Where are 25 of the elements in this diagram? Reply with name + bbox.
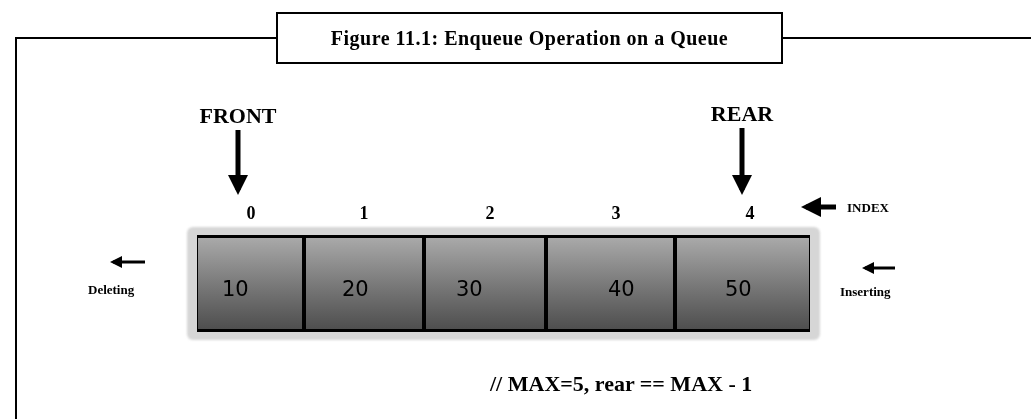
pointer-label: FRONT [192,102,284,128]
queue-cell [546,235,675,332]
cell-value: 40 [608,276,635,303]
queue-cell [675,235,810,332]
pointer-label: REAR [700,100,784,126]
index-number: 0 [236,202,266,224]
arrow [801,197,836,217]
cell-value: 30 [456,276,483,303]
figure-title: Figure 11.1: Enqueue Operation on a Queue [276,12,783,64]
arrow [228,130,248,195]
index-label: INDEX [838,199,898,217]
cell-value: 50 [725,276,752,303]
direction-label: Inserting [840,283,891,301]
index-number: 3 [601,202,631,224]
queue-cell [304,235,424,332]
index-number: 4 [735,202,765,224]
arrow [732,128,752,195]
cell-value: 20 [342,276,369,303]
index-number: 1 [349,202,379,224]
direction-label: Deleting [88,281,135,299]
cell-value: 10 [222,276,249,303]
queue-cell [197,235,304,332]
code-comment: // MAX=5, rear == MAX - 1 [490,370,753,398]
index-number: 2 [475,202,505,224]
queue-cell [424,235,546,332]
